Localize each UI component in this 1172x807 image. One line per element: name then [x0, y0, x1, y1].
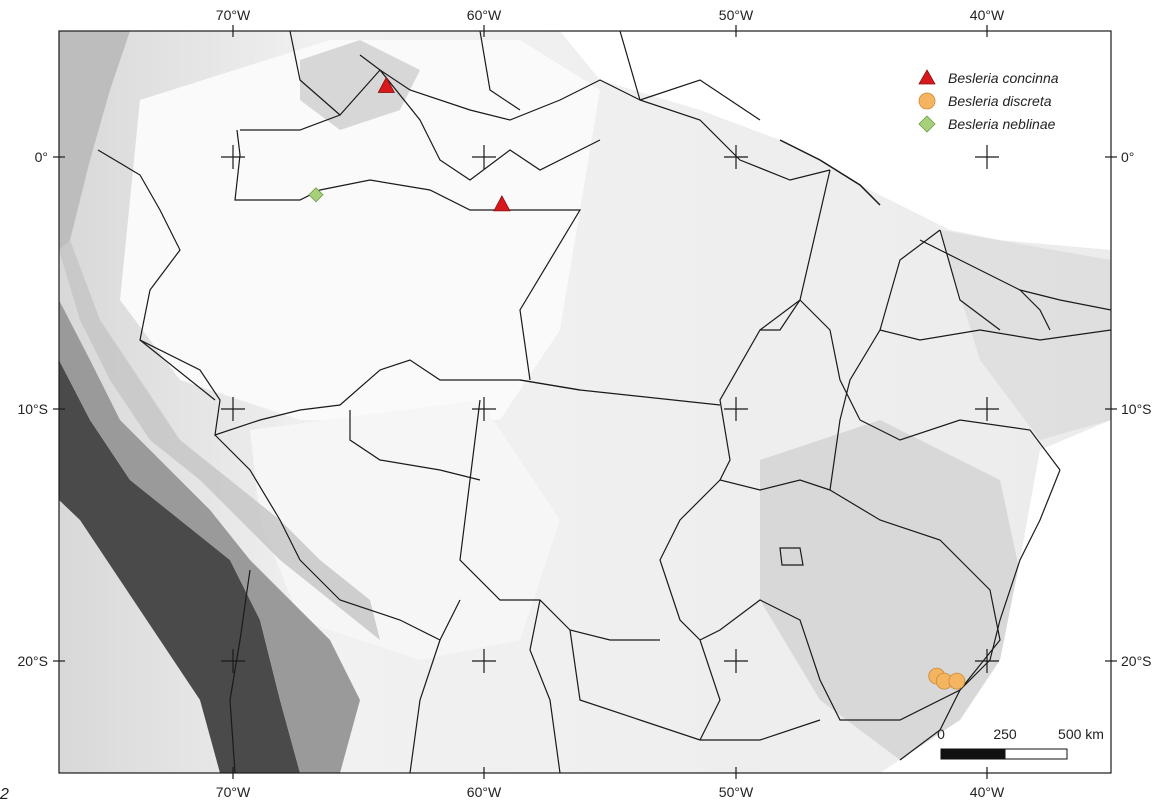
scale-label-250: 250 [993, 726, 1017, 742]
graticule-cross [221, 145, 245, 169]
graticule-cross [221, 397, 245, 421]
occurrence-concinna-marker [377, 76, 395, 93]
lat-label-left: 10°S [17, 401, 48, 417]
scale-bar: 0 250 500 km [937, 726, 1104, 760]
legend-diamond-icon [918, 115, 936, 133]
lon-label-top: 60°W [467, 7, 502, 23]
graticule-cross [472, 649, 496, 673]
graticule-cross [724, 649, 748, 673]
lon-label-top: 40°W [970, 7, 1005, 23]
legend-circle-icon [918, 92, 936, 110]
lon-label-bottom: 70°W [216, 784, 251, 800]
figure-number: 2 [0, 786, 9, 803]
legend: Besleria concinna Besleria discreta Besl… [918, 69, 1059, 133]
map-frame [58, 30, 1112, 774]
occurrence-concinna-marker [493, 195, 511, 212]
scale-bar-black-segment [940, 748, 1006, 760]
legend-label-neblinae: Besleria neblinae [948, 116, 1056, 132]
graticule-cross [975, 145, 999, 169]
graticule-cross [724, 145, 748, 169]
lat-label-right: 0° [1121, 149, 1134, 165]
graticule-cross [472, 145, 496, 169]
lon-label-top: 70°W [216, 7, 251, 23]
legend-label-discreta: Besleria discreta [948, 93, 1052, 109]
scale-bar-white-segment [1004, 748, 1068, 760]
graticule-cross [472, 397, 496, 421]
scale-label-zero: 0 [937, 726, 945, 742]
legend-triangle-icon [918, 69, 936, 85]
lon-label-bottom: 50°W [719, 784, 754, 800]
lon-label-bottom: 40°W [970, 784, 1005, 800]
amazon-lowland [120, 40, 600, 420]
atlantic-north [560, 31, 1111, 250]
northern-andes [59, 31, 130, 250]
occurrence-neblinae-marker [308, 187, 324, 203]
guiana-highlands [300, 40, 420, 130]
andes-slopes [59, 240, 380, 640]
occurrence-markers [308, 76, 966, 690]
andes-relief [59, 360, 300, 773]
graticule-cross [221, 649, 245, 673]
map-body [59, 31, 1111, 773]
lon-label-bottom: 60°W [467, 784, 502, 800]
northeast-highlands [940, 230, 1111, 440]
graticule [221, 145, 999, 673]
boundaries [97, 31, 1111, 773]
occurrence-discreta-marker [948, 672, 966, 690]
lat-label-left: 20°S [17, 653, 48, 669]
lat-label-left: 0° [35, 149, 48, 165]
lat-label-right: 20°S [1121, 653, 1152, 669]
andes-foothills [59, 300, 360, 773]
graticule-cross [724, 397, 748, 421]
graticule-cross [975, 649, 999, 673]
legend-label-concinna: Besleria concinna [948, 70, 1059, 86]
frame-ticks [53, 25, 1117, 779]
graticule-cross [975, 397, 999, 421]
lat-label-right: 10°S [1121, 401, 1152, 417]
lon-label-top: 50°W [719, 7, 754, 23]
atlantic-east [880, 420, 1111, 773]
scale-label-500: 500 km [1058, 726, 1104, 742]
